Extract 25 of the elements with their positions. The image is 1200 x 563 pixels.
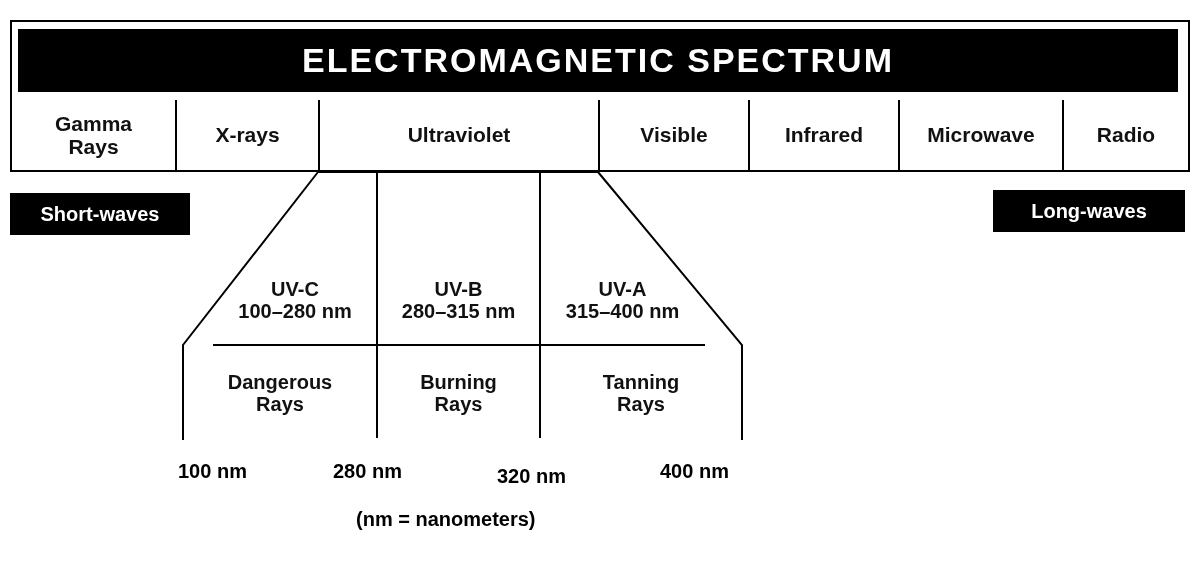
cell-text: UV-C: [271, 278, 319, 300]
cell-text: Burning Rays: [419, 371, 498, 415]
band-label: Visible: [640, 123, 708, 147]
band-label: Infrared: [784, 123, 864, 147]
band-label: X-rays: [215, 123, 280, 147]
wavelength-label: 400 nm: [660, 460, 729, 483]
wavelength-label: 280 nm: [333, 460, 402, 483]
cell-text: UV-A: [598, 278, 647, 300]
cell-text: 280–315 nm: [401, 300, 516, 322]
band-label: Microwave: [927, 123, 1035, 147]
band-label: Gamma Rays: [53, 111, 133, 159]
cell-text: 100–280 nm: [238, 300, 352, 322]
cell-text: 315–400 nm: [565, 300, 680, 322]
wavelength-label: 320 nm: [497, 465, 566, 488]
wavelength-label: 100 nm: [178, 460, 247, 483]
trapezoid-panel: [183, 172, 742, 440]
note-text: (nm = nanometers): [356, 508, 536, 531]
band-label: Ultraviolet: [407, 123, 511, 147]
cell-text: UV-B: [434, 278, 483, 300]
band-label: Radio: [1096, 123, 1156, 147]
wave-label: Long-waves: [1031, 200, 1147, 222]
cell-text: Tanning Rays: [601, 371, 681, 415]
cell-text: Dangerous Rays: [226, 371, 334, 415]
title-banner: ELECTROMAGNETIC SPECTRUM: [18, 29, 1178, 92]
wave-label: Short-waves: [40, 203, 160, 225]
